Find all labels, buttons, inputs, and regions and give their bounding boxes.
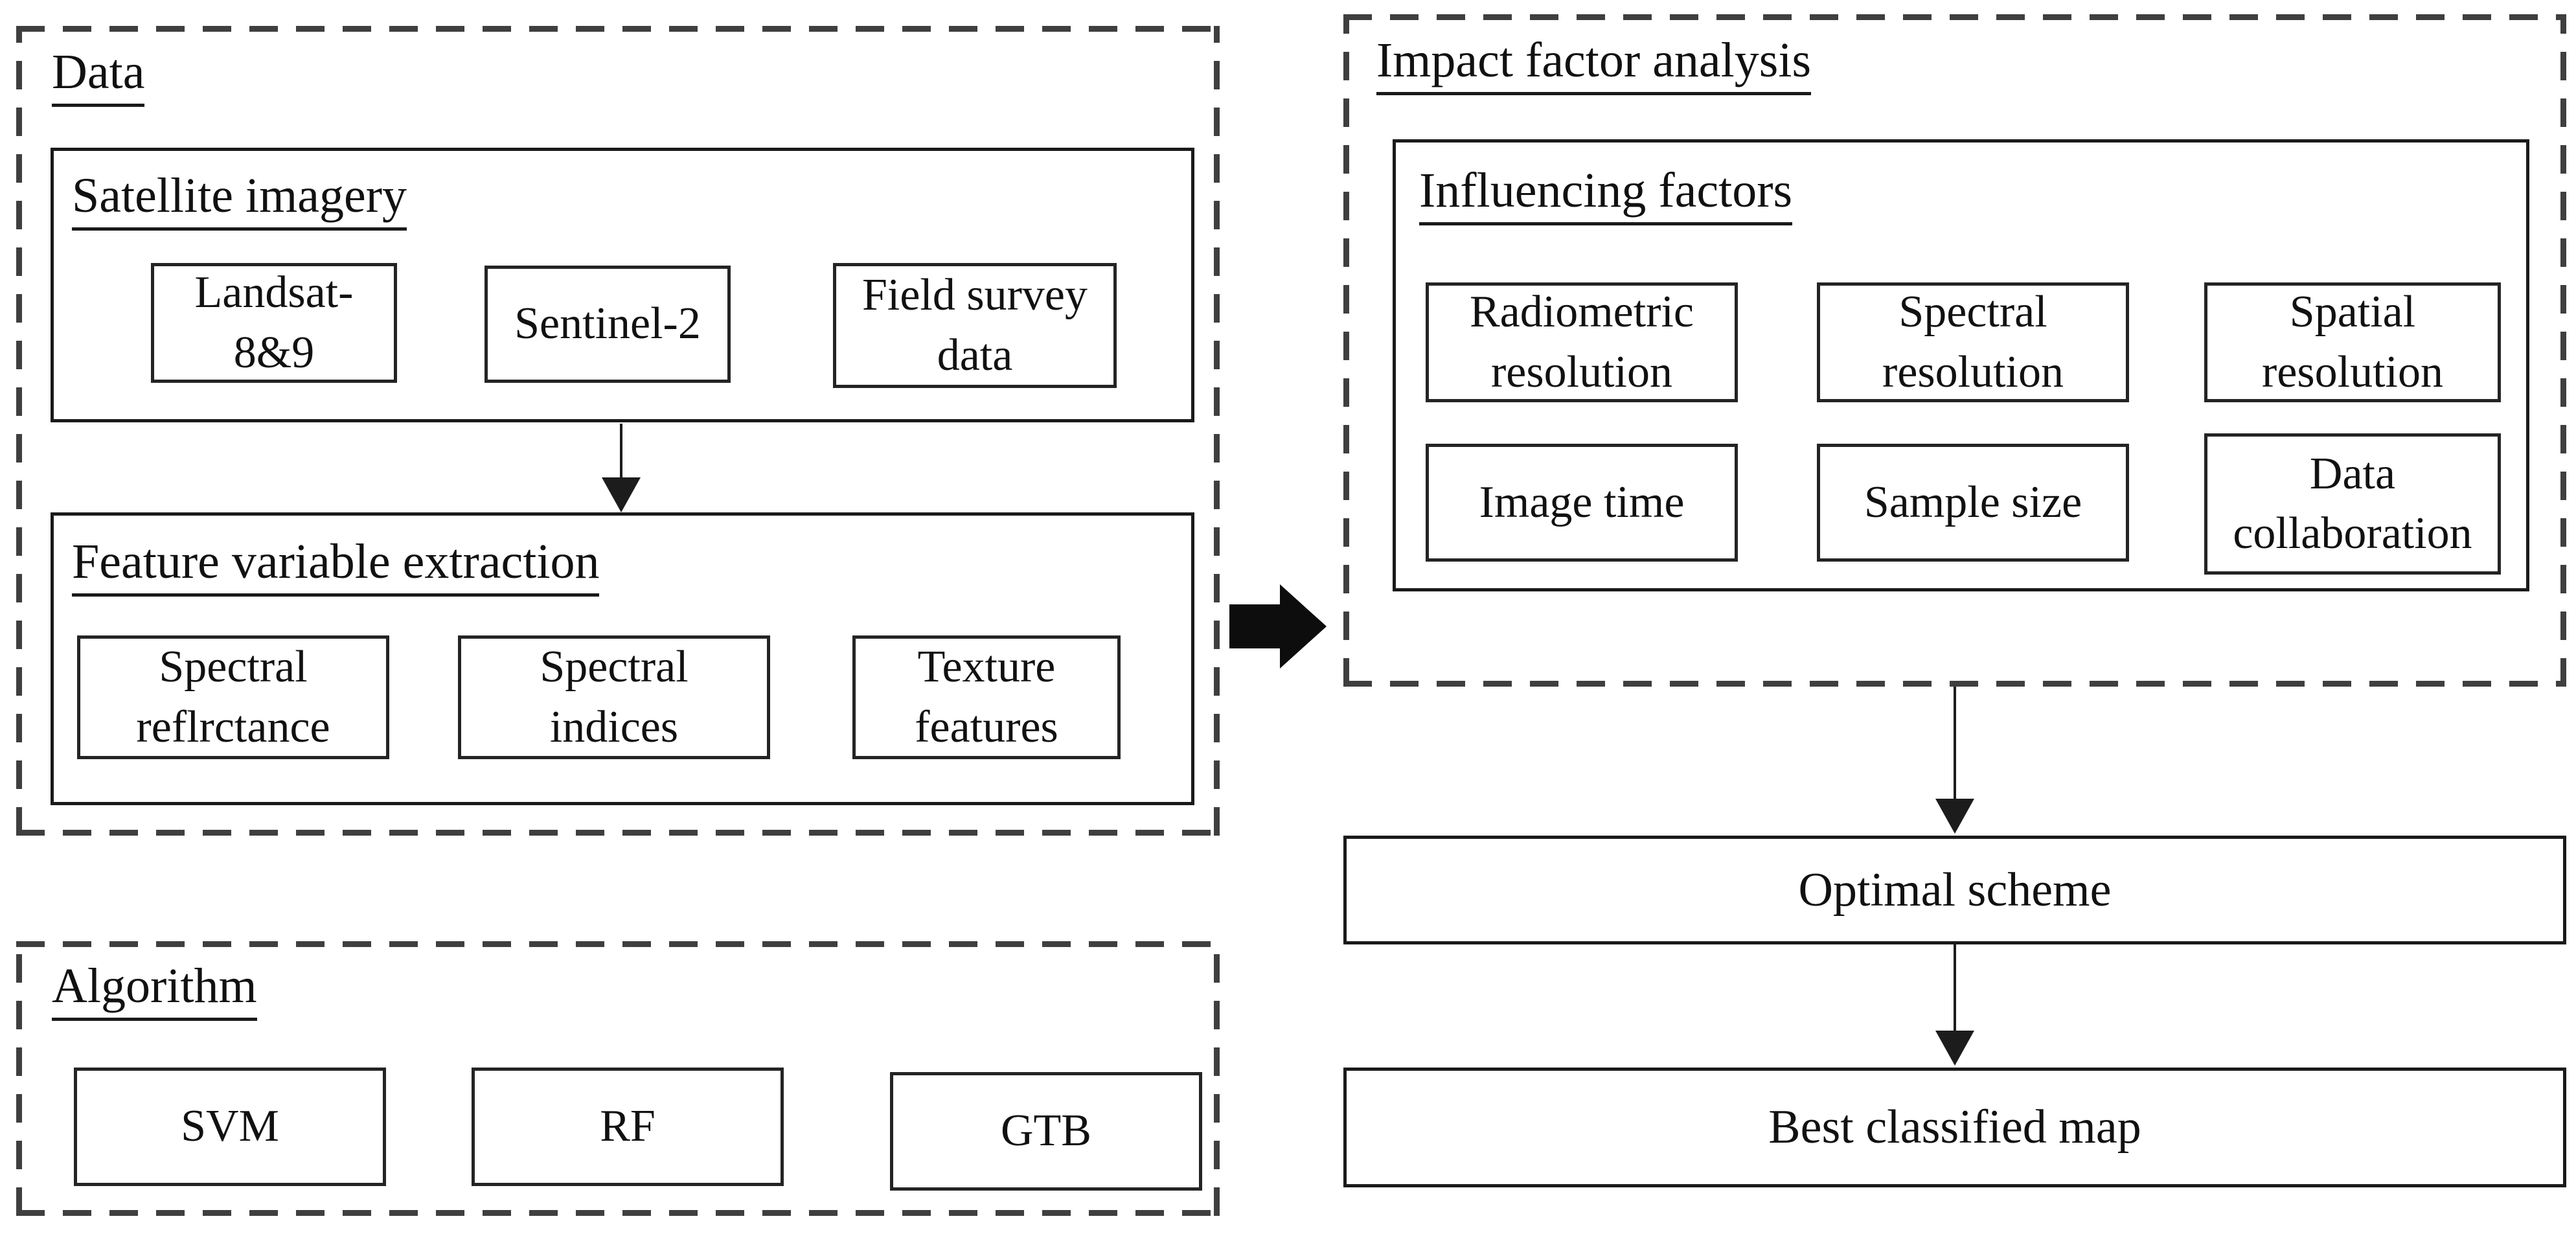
influencing-factors-group-box: Influencing factors Radiometric resoluti… — [1393, 139, 2529, 591]
landsat-box: Landsat- 8&9 — [151, 263, 397, 383]
optimal-scheme-label: Optimal scheme — [1798, 863, 2112, 917]
gtb-box: GTB — [890, 1072, 1202, 1191]
influencing-factors-title: Influencing factors — [1419, 163, 1793, 225]
svm-box: SVM — [74, 1068, 386, 1186]
satellite-imagery-group-box: Satellite imagery Landsat- 8&9 Sentinel-… — [51, 148, 1194, 422]
data-collaboration-box: Data collaboration — [2204, 433, 2501, 575]
feature-extraction-group-box: Feature variable extraction Spectral ref… — [51, 512, 1194, 805]
satellite-to-feature-arrowhead-icon — [602, 477, 641, 512]
spectral-reflectance-box: Spectral reflrctance — [77, 635, 389, 759]
field-survey-box: Field survey data — [833, 263, 1117, 388]
spectral-resolution-box: Spectral resolution — [1817, 282, 2129, 402]
rf-box: RF — [472, 1068, 784, 1186]
best-classified-map-label: Best classified map — [1768, 1101, 2141, 1154]
optimal-to-best-arrowhead-icon — [1935, 1031, 1974, 1066]
data-section-title: Data — [52, 45, 145, 107]
sample-size-box: Sample size — [1817, 444, 2129, 562]
impact-section-title: Impact factor analysis — [1376, 33, 1812, 95]
sentinel-box: Sentinel-2 — [484, 266, 731, 383]
satellite-to-feature-arrow-line — [620, 424, 622, 481]
image-time-box: Image time — [1426, 444, 1738, 562]
optimal-scheme-box: Optimal scheme — [1343, 836, 2566, 944]
feature-extraction-title: Feature variable extraction — [72, 534, 600, 597]
spectral-indices-box: Spectral indices — [458, 635, 770, 759]
texture-features-box: Texture features — [852, 635, 1121, 759]
impact-to-optimal-arrow-line — [1954, 687, 1956, 801]
impact-to-optimal-arrowhead-icon — [1935, 799, 1974, 834]
radiometric-resolution-box: Radiometric resolution — [1426, 282, 1738, 402]
spatial-resolution-box: Spatial resolution — [2204, 282, 2501, 402]
algorithm-section-box: Algorithm SVM RF GTB — [16, 941, 1220, 1216]
impact-section-box: Impact factor analysis Influencing facto… — [1343, 14, 2566, 687]
algorithm-section-title: Algorithm — [52, 959, 257, 1021]
flow-arrow-icon — [1280, 584, 1327, 668]
flow-arrow-shaft — [1229, 604, 1281, 648]
optimal-to-best-arrow-line — [1954, 944, 1956, 1033]
satellite-imagery-title: Satellite imagery — [72, 168, 407, 231]
best-classified-map-box: Best classified map — [1343, 1068, 2566, 1187]
data-section-box: Data Satellite imagery Landsat- 8&9 Sent… — [16, 26, 1220, 836]
